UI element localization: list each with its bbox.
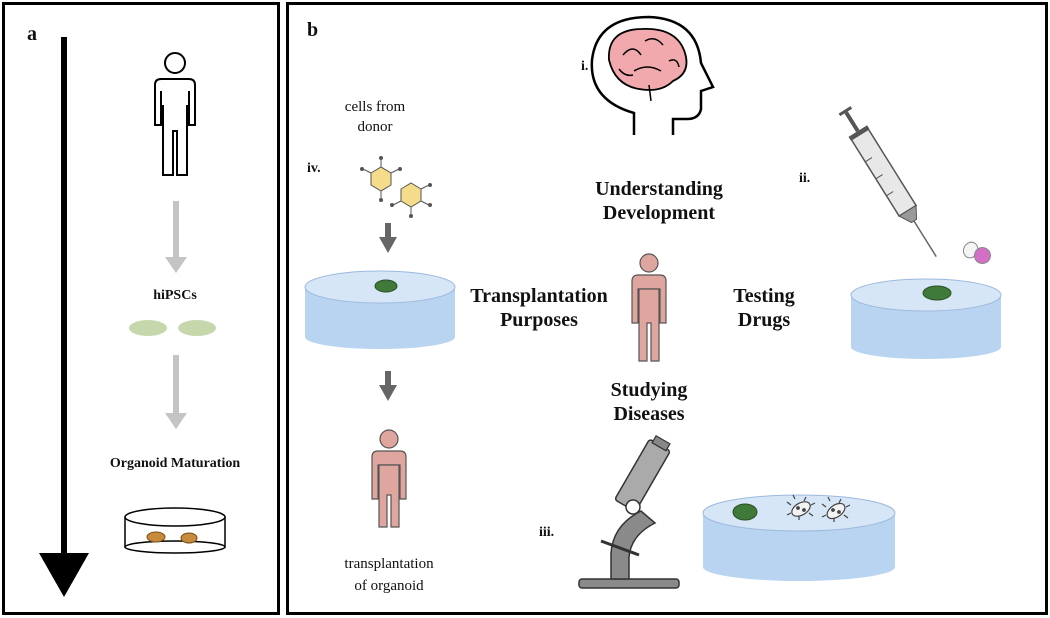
arrow-down-icon [379, 223, 397, 253]
hipscs-label: hiPSCs [153, 288, 197, 303]
person-icon [371, 429, 407, 528]
maturation-label: Organoid Maturation [109, 456, 241, 471]
understanding-development-label: Understanding Development [595, 178, 723, 224]
panel-a-letter: a [27, 23, 37, 45]
arrow-down-icon [165, 355, 187, 429]
petri-dish-icon [850, 278, 1002, 359]
panel-b-graphics [304, 15, 1002, 589]
roman-i-label: i. [581, 59, 589, 74]
roman-iii-label: iii. [539, 525, 555, 540]
timeline-arrow-icon [39, 37, 89, 597]
person-outline-icon [154, 52, 196, 176]
arrow-down-icon [165, 201, 187, 273]
hipsc-cell-icon [129, 320, 167, 336]
cell-icon [360, 156, 402, 202]
studying-diseases-label: Studying Diseases [610, 379, 688, 425]
roman-iv-label: iv. [307, 161, 321, 176]
arrow-down-icon [379, 371, 397, 401]
pill-icon [962, 241, 991, 265]
petri-dish-icon [304, 270, 456, 349]
person-icon [631, 253, 667, 362]
cell-icon [390, 182, 432, 218]
syringe-icon [838, 106, 937, 257]
petri-dish-icon [702, 494, 896, 581]
transplantation-purposes-label: Transplantation Purposes [470, 285, 608, 331]
panel-a-graphics [39, 37, 226, 597]
brain-head-icon [590, 15, 715, 135]
bacteria-icon [821, 496, 851, 522]
panel-b-letter: b [307, 19, 319, 41]
panel-a: a h [2, 2, 280, 615]
testing-drugs-label: Testing Drugs [733, 285, 795, 331]
donor-label: cells from donor [344, 99, 406, 135]
bacteria-icon [786, 494, 816, 520]
petri-dish-icon [124, 507, 226, 554]
roman-ii-label: ii. [799, 171, 811, 186]
hipsc-cell-icon [178, 320, 216, 336]
microscope-icon [578, 435, 680, 589]
panel-b: b [286, 2, 1048, 615]
transplantation-organoid-label: transplantation of organoid [344, 556, 434, 594]
